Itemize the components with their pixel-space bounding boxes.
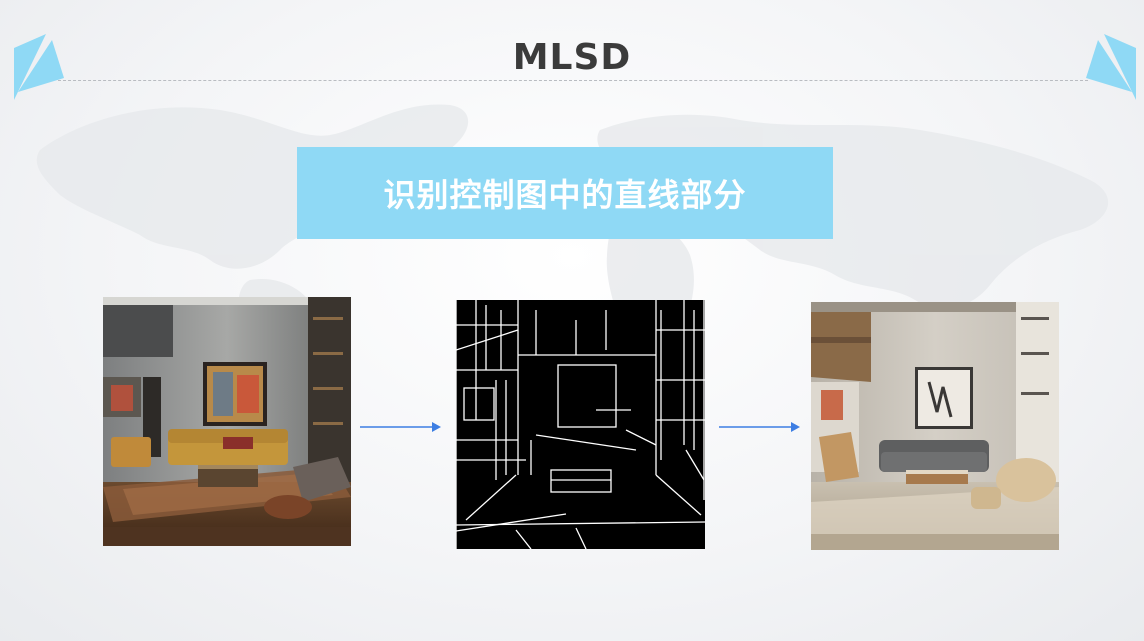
- arrow-right-icon: [719, 422, 800, 432]
- banner-text: 识别控制图中的直线部分: [383, 176, 747, 214]
- arrow-right-icon: [360, 422, 441, 432]
- page-title: MLSD: [512, 37, 632, 78]
- input-image: [103, 297, 351, 546]
- corner-decoration-left: [14, 34, 64, 100]
- description-banner: 识别控制图中的直线部分: [297, 147, 833, 239]
- mlsd-line-map: [456, 300, 705, 549]
- corner-decoration-right: [1086, 34, 1136, 100]
- title-divider: [58, 80, 1088, 81]
- generated-image: [811, 302, 1059, 550]
